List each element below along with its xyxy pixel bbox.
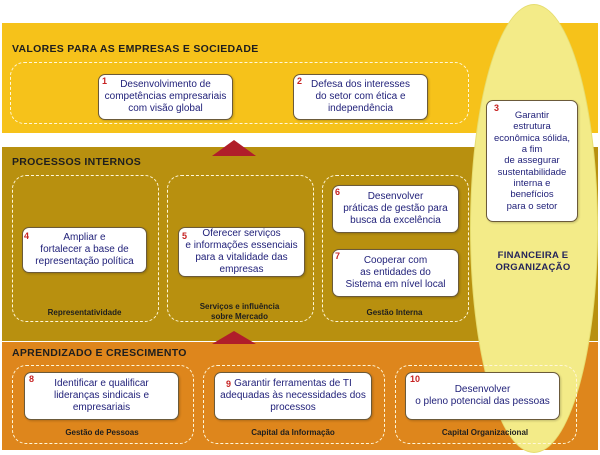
objective-number: 2 [297,76,303,86]
valores-group [10,62,469,124]
objective-text: Desenvolvimento de competências empresar… [104,79,227,114]
representatividade-label: Representatividade [47,308,122,317]
objective-text: Desenvolver o pleno potencial das pessoa… [415,384,550,407]
objective-card-5: Oferecer serviços e informações essencia… [178,227,305,277]
objective-number: 1 [102,76,108,86]
representatividade-group [12,175,159,322]
objective-text: Cooperar com as entidades do Sistema em … [345,255,446,290]
capital-informacao-group [203,365,385,444]
gestao-pessoas-group [12,365,194,444]
objective-card-3: Garantir estrutura econômica sólida, a f… [486,100,578,222]
servicos-label: Serviços e influência sobre Mercado [199,302,280,321]
objective-card-10: Desenvolver o pleno potencial das pessoa… [405,372,560,420]
objective-card-7: Cooperar com as entidades do Sistema em … [332,249,459,297]
objective-text: Identificar e qualificar lideranças sind… [53,378,150,413]
objective-card-2: Defesa dos interesses do setor com ética… [293,74,428,120]
objective-card-9: Garantir ferramentas de TI adequadas às … [214,372,372,420]
aprendizado-title: APRENDIZADO E CRESCIMENTO [12,347,187,359]
objective-card-6: Desenvolver práticas de gestão para busc… [332,185,459,233]
gestao-interna-group [322,175,469,322]
objective-number: 9 [226,379,232,389]
objective-number: 6 [335,187,341,197]
capital-organizacional-group [395,365,577,444]
objective-number: 8 [29,374,35,384]
objective-text: Oferecer serviços e informações essencia… [185,228,298,275]
gestao-pessoas-label: Gestão de Pessoas [65,428,139,437]
objective-number: 10 [410,374,421,384]
objective-card-8: Identificar e qualificar lideranças sind… [24,372,179,420]
objective-number: 3 [494,103,500,113]
objective-text: Desenvolver práticas de gestão para busc… [343,191,448,226]
objective-text: Ampliar e fortalecer a base de represent… [35,232,134,267]
up-arrow-icon [212,331,256,344]
objective-card-4: Ampliar e fortalecer a base de represent… [22,227,147,273]
capital-informacao-label: Capital da Informação [251,428,335,437]
financeira-label: FINANCEIRA E ORGANIZAÇÃO [495,250,571,273]
up-arrow-icon [212,140,256,156]
objective-number: 5 [182,231,188,241]
gestao-interna-label: Gestão Interna [366,308,423,317]
objective-card-1: Desenvolvimento de competências empresar… [98,74,233,120]
valores-title: VALORES PARA AS EMPRESAS E SOCIEDADE [12,43,259,55]
servicos-group [167,175,314,322]
objective-number: 7 [335,251,341,261]
objective-number: 4 [24,231,30,241]
objective-text: Garantir estrutura econômica sólida, a f… [493,110,571,212]
capital-organizacional-label: Capital Organizacional [441,428,529,437]
objective-text: Defesa dos interesses do setor com ética… [311,79,410,114]
objective-text: Garantir ferramentas de TI adequadas às … [220,378,366,413]
processos-title: PROCESSOS INTERNOS [12,156,142,168]
